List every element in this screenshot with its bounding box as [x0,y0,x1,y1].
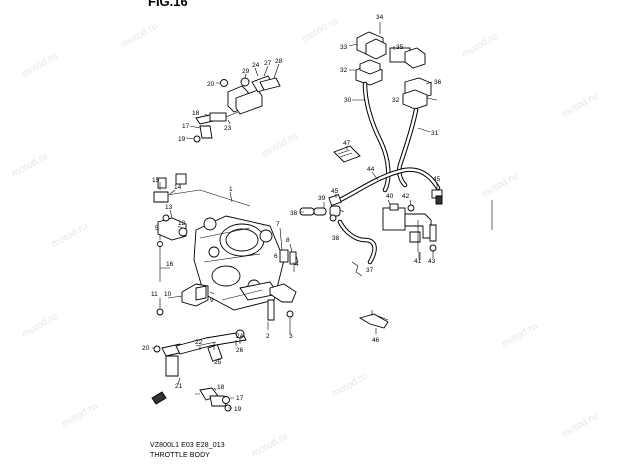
vacuum-hose-31 [396,107,419,188]
callout-36: 36 [434,79,442,86]
fuel-delivery-upper [193,75,281,143]
callout-38: 38 [290,210,298,217]
callout-17: 17 [182,123,190,130]
callout-43: 43 [428,258,436,265]
figure-name: THROTTLE BODY [150,452,211,459]
callout-37: 37 [366,267,374,274]
figure-code: VZ800L1 E03 E28_013 [150,442,225,449]
callout-45: 45 [433,176,441,183]
callout-28: 28 [275,58,283,65]
callout-34: 34 [376,14,384,21]
callout-5: 5 [155,225,159,232]
callout-8: 8 [286,237,290,244]
callout-44: 44 [367,166,375,173]
callout-42: 42 [402,193,410,200]
fuel-delivery-lower [151,329,247,412]
callout-18: 18 [217,384,225,391]
callout-10: 10 [164,291,172,298]
callout-13: 13 [165,204,173,211]
callout-29: 29 [242,68,250,75]
callout-35: 35 [396,44,404,51]
callout-18: 18 [192,110,200,117]
callout-21: 21 [175,383,183,390]
callout-3: 3 [289,333,293,340]
hose-38-39 [299,205,377,277]
callout-22: 22 [195,339,203,346]
callout-2: 2 [266,333,270,340]
callout-19: 19 [178,136,186,143]
callout-41: 41 [414,258,422,265]
callout-26: 26 [236,347,244,354]
callout-25: 25 [214,359,222,366]
callout-47: 47 [343,140,351,147]
callout-32: 32 [340,67,348,74]
callout-33: 33 [340,44,348,51]
callout-6: 6 [274,253,278,260]
tps-sensor-parts-left [153,173,209,316]
label-sticker-47 [333,145,361,163]
callout-32: 32 [392,97,400,104]
figure-title: FIG.16 [148,0,188,9]
callout-19: 19 [234,406,242,413]
solenoid-valve-bracket [382,195,443,260]
callout-46: 46 [372,337,380,344]
callout-27: 27 [264,60,272,67]
callout-24: 24 [236,333,244,340]
callout-31: 31 [431,130,439,137]
callout-17: 17 [236,395,244,402]
callout-11: 11 [151,291,158,298]
vacuum-hose-44 [337,167,441,203]
throttle-link-parts-right [267,249,297,326]
callout-4: 4 [295,261,299,268]
callout-23: 23 [224,125,232,132]
callout-20: 20 [207,81,215,88]
callout-7: 7 [276,221,280,228]
connector-assembly [355,31,432,110]
callout-30: 30 [344,97,352,104]
callout-14: 14 [174,184,182,191]
callout-40: 40 [386,193,394,200]
callout-38: 38 [332,235,340,242]
callout-15: 15 [152,177,160,184]
callout-24: 24 [252,62,260,69]
callout-16: 16 [166,261,174,268]
callout-45: 45 [331,188,339,195]
callout-9: 9 [210,297,214,304]
hose-clip-46 [358,310,389,329]
callout-39: 39 [318,195,326,202]
vacuum-hose-30 [362,81,391,193]
callout-20: 20 [142,345,150,352]
callout-1: 1 [229,186,233,193]
callout-12: 12 [178,220,186,227]
